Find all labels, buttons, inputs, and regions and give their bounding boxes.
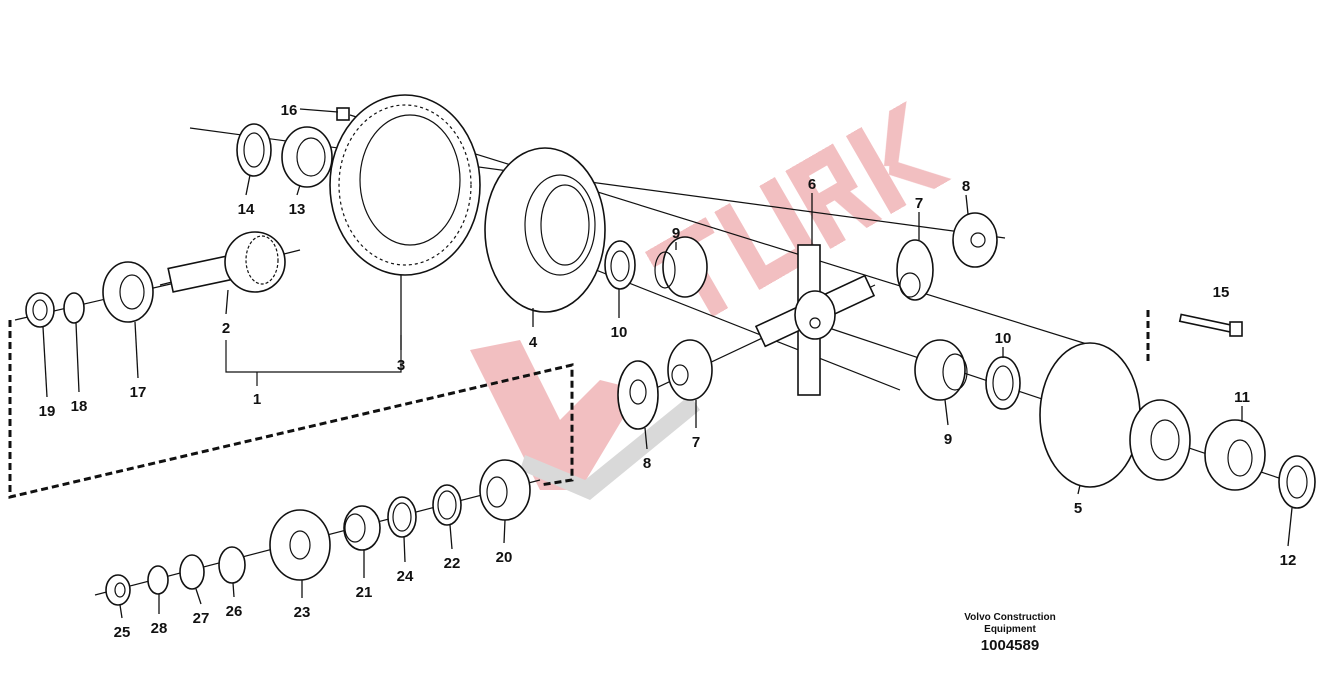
label-8: 8: [962, 178, 970, 195]
label-28: 28: [151, 620, 168, 637]
part-2-pinion: [167, 231, 286, 293]
part-27-lockwasher: [179, 554, 205, 590]
part-15-bolt: [1178, 313, 1243, 337]
part-28-ring: [147, 565, 169, 595]
part-10b-washer: [985, 356, 1021, 410]
label-17: 17: [130, 384, 147, 401]
part-5-diff-case: [1039, 342, 1191, 488]
label-23: 23: [294, 604, 311, 621]
label-12: 12: [1280, 552, 1297, 569]
part-19-seal: [25, 292, 55, 328]
diagram-number: 1004589: [980, 637, 1040, 654]
part-17-bearing: [102, 261, 154, 323]
part-labels: 16 14 13 2 3 1 4 10 9 6 7 8 15 10 9 7 8 …: [39, 102, 1297, 641]
label-18: 18: [71, 398, 88, 415]
label-7b: 7: [692, 434, 700, 451]
part-8b-thrust-washer: [617, 360, 659, 430]
label-20: 20: [496, 549, 513, 566]
assembly-bracket: [8, 320, 574, 499]
part-24-ring: [387, 496, 417, 538]
credit-company: Volvo Construction: [964, 612, 1056, 623]
label-21: 21: [356, 584, 373, 601]
part-3-ring-gear: [329, 94, 481, 276]
part-7-pinion-gear: [896, 239, 934, 301]
label-10b: 10: [995, 330, 1012, 347]
label-14: 14: [238, 201, 255, 218]
part-13-bearing: [281, 126, 333, 188]
part-8-thrust-washer: [952, 212, 998, 268]
part-10-washer: [604, 240, 636, 290]
label-5: 5: [1074, 500, 1082, 517]
part-4-diff-housing: [484, 147, 606, 313]
part-26-lockwasher: [218, 546, 246, 584]
label-6: 6: [808, 176, 816, 193]
label-1: 1: [253, 391, 261, 408]
label-19: 19: [39, 403, 56, 420]
credit-company-line2: Equipment: [984, 624, 1036, 635]
part-9b-side-gear: [914, 339, 968, 401]
part-20-bearing: [479, 459, 531, 521]
label-13: 13: [289, 201, 306, 218]
label-10: 10: [611, 324, 628, 341]
label-15: 15: [1213, 284, 1230, 301]
part-18-ring: [63, 292, 85, 324]
part-23-disc: [269, 509, 331, 581]
part-6-spider: [754, 244, 876, 396]
label-11: 11: [1234, 389, 1250, 406]
part-16-nut: [336, 107, 350, 121]
label-22: 22: [444, 555, 461, 572]
label-26: 26: [226, 603, 243, 620]
part-11-bearing: [1204, 419, 1266, 491]
label-8b: 8: [643, 455, 651, 472]
label-7: 7: [915, 195, 923, 212]
part-22-ring: [432, 484, 462, 526]
part-7b-pinion-gear: [667, 339, 713, 401]
label-9b: 9: [944, 431, 952, 448]
label-25: 25: [114, 624, 131, 641]
part-12-seal: [1278, 455, 1316, 509]
leader-lines: [42, 108, 1293, 619]
part-25-nut: [105, 574, 131, 606]
label-2: 2: [222, 320, 230, 337]
label-9: 9: [672, 225, 680, 242]
assembly-axes: [14, 114, 1316, 596]
watermark-logo: [470, 101, 952, 500]
label-16: 16: [281, 102, 298, 119]
part-21-sleeve: [343, 505, 381, 551]
label-3: 3: [397, 357, 405, 374]
label-24: 24: [397, 568, 414, 585]
part-9-side-gear: [654, 236, 708, 298]
part-14-seal: [236, 123, 272, 177]
label-4: 4: [529, 334, 538, 351]
label-27: 27: [193, 610, 210, 627]
